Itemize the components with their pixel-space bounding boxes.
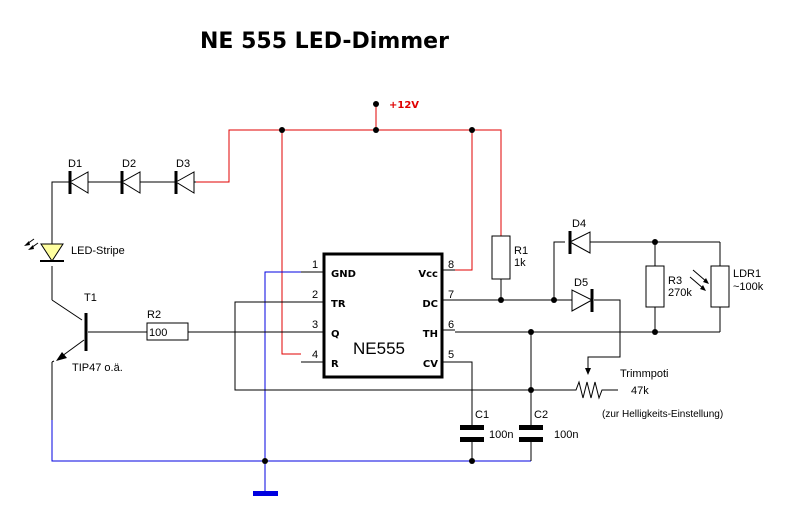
junction-dot bbox=[469, 127, 475, 133]
junction-dot bbox=[279, 127, 285, 133]
pin-number: 3 bbox=[312, 319, 318, 331]
diode-label: D3 bbox=[176, 158, 190, 170]
capacitor-value: 100n bbox=[554, 429, 578, 441]
junction-dot bbox=[652, 239, 658, 245]
ic-name: NE555 bbox=[353, 339, 405, 358]
ic-ne555: 1 2 3 4 GND TR Q R 8 7 6 5 Vcc DC TH CV … bbox=[301, 252, 455, 379]
pin-name: CV bbox=[423, 359, 438, 370]
pin-number: 2 bbox=[312, 289, 318, 301]
diagram-title: NE 555 LED-Dimmer bbox=[200, 29, 449, 54]
junction-dot bbox=[528, 329, 534, 335]
diode-d2: D2 bbox=[120, 158, 174, 194]
pin-number: 7 bbox=[448, 289, 454, 301]
resistor-r3: R3 270k bbox=[645, 265, 692, 308]
pin-name: Q bbox=[331, 329, 340, 340]
ldr-ref: LDR1 bbox=[733, 268, 761, 280]
transistor-t1: T1 TIP47 o.ä. bbox=[51, 292, 123, 420]
resistor-value: 100 bbox=[149, 327, 167, 339]
diode-d4: D4 bbox=[568, 218, 591, 254]
pin-name: TR bbox=[331, 299, 346, 310]
diode-label: D1 bbox=[68, 158, 82, 170]
diode-label: D2 bbox=[122, 158, 136, 170]
led-label: LED-Stripe bbox=[71, 245, 125, 257]
resistor-ref: R1 bbox=[514, 245, 528, 257]
power-label: +12V bbox=[389, 100, 419, 111]
junction-dot bbox=[373, 127, 379, 133]
pin-name: DC bbox=[422, 299, 438, 310]
pin-name: Vcc bbox=[418, 269, 438, 280]
resistor-r1: R1 1k bbox=[491, 235, 528, 280]
pin-name: GND bbox=[331, 269, 356, 280]
ldr-ldr1: LDR1 ~100k bbox=[689, 265, 764, 308]
trimmer-pot: Trimmpoti 47k (zur Helligkeits-Einstellu… bbox=[572, 368, 723, 420]
diode-d3: D3 bbox=[174, 158, 195, 194]
ldr-value: ~100k bbox=[733, 281, 764, 293]
capacitor-ref: C2 bbox=[534, 409, 548, 421]
junction-dot bbox=[498, 297, 504, 303]
capacitor-ref: C1 bbox=[475, 409, 489, 421]
diode-label: D5 bbox=[574, 277, 588, 289]
pin-number: 8 bbox=[448, 259, 454, 271]
resistor-value: 1k bbox=[514, 257, 526, 269]
ground-rail bbox=[51, 271, 531, 496]
pin-name: TH bbox=[423, 329, 438, 340]
junction-dot bbox=[652, 329, 658, 335]
power-rail bbox=[196, 104, 502, 355]
pin-number: 6 bbox=[448, 319, 454, 331]
ground-symbol bbox=[253, 491, 278, 496]
trimmer-note: (zur Helligkeits-Einstellung) bbox=[602, 409, 723, 420]
junctions bbox=[262, 101, 658, 464]
diode-d1: D1 bbox=[68, 158, 118, 194]
pin-name: R bbox=[331, 359, 339, 370]
pin-number: 5 bbox=[448, 349, 454, 361]
resistor-value: 270k bbox=[668, 287, 692, 299]
transistor-type: TIP47 o.ä. bbox=[72, 362, 123, 374]
junction-dot bbox=[469, 458, 475, 464]
capacitor-value: 100n bbox=[489, 429, 513, 441]
resistor-r2: 100 R2 bbox=[146, 309, 189, 341]
capacitor-c1: C1 100n bbox=[460, 409, 513, 442]
pin-number: 4 bbox=[312, 349, 318, 361]
resistor-ref: R2 bbox=[147, 309, 161, 321]
resistor-ref: R3 bbox=[668, 275, 682, 287]
junction-dot bbox=[373, 101, 379, 107]
junction-dot bbox=[262, 458, 268, 464]
trimmer-ref: Trimmpoti bbox=[620, 368, 668, 380]
trimmer-value: 47k bbox=[631, 385, 649, 397]
capacitor-c2: C2 100n bbox=[519, 409, 578, 442]
pin-number: 1 bbox=[312, 259, 318, 271]
transistor-ref: T1 bbox=[84, 292, 97, 304]
diode-d5: D5 bbox=[554, 277, 594, 312]
led-stripe: LED-Stripe bbox=[24, 238, 125, 262]
diode-label: D4 bbox=[572, 218, 586, 230]
junction-dot bbox=[528, 387, 534, 393]
